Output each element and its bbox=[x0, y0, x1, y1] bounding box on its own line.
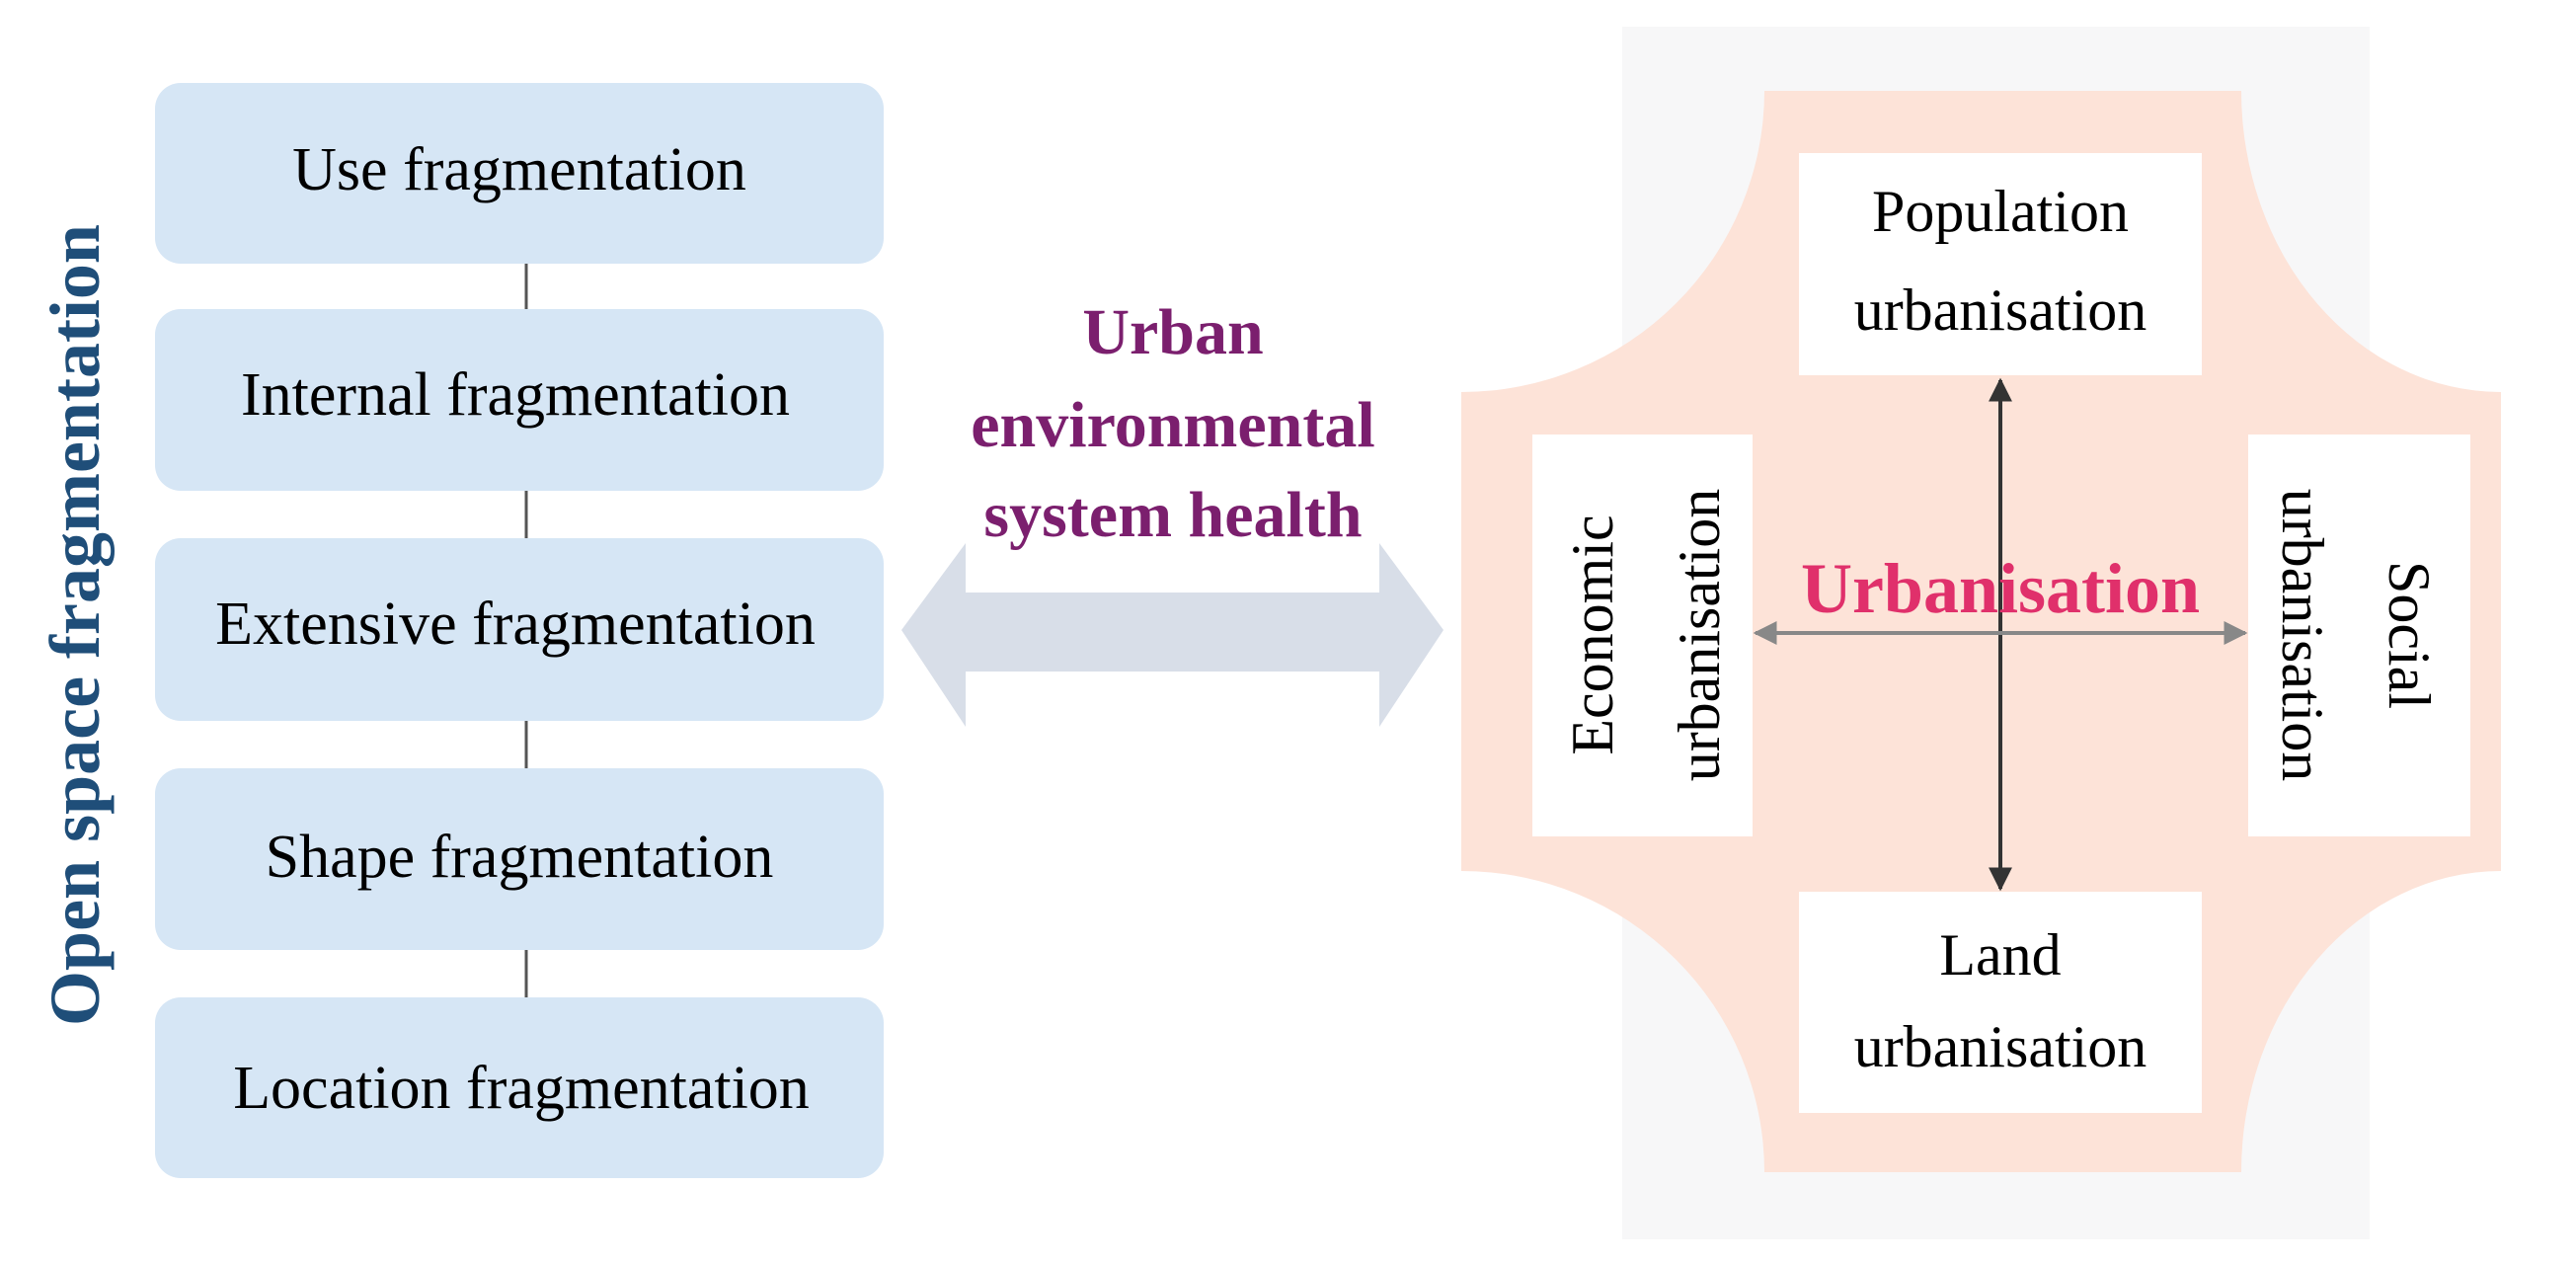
economic-urbanisation-line-1: Economic bbox=[1560, 514, 1625, 754]
land-urbanisation-box: Land urbanisation bbox=[1799, 892, 2202, 1113]
left-panel: Open space fragmentation Use fragmentati… bbox=[36, 83, 884, 1178]
middle-title-line-3: system health bbox=[983, 479, 1362, 551]
social-urbanisation-line-1: Social bbox=[2377, 561, 2442, 709]
open-space-fragmentation-title: Open space fragmentation bbox=[36, 224, 115, 1026]
fragmentation-box-label: Shape fragmentation bbox=[266, 824, 774, 891]
land-urbanisation-line-1: Land bbox=[1939, 922, 2061, 988]
population-urbanisation-line-2: urbanisation bbox=[1854, 277, 2147, 343]
social-urbanisation-box: Social urbanisation bbox=[2248, 435, 2470, 836]
economic-urbanisation-line-2: urbanisation bbox=[1667, 489, 1732, 782]
fragmentation-box-internal: Internal fragmentation bbox=[155, 309, 884, 491]
fragmentation-box-label: Internal fragmentation bbox=[241, 361, 790, 429]
right-panel: Population urbanisation Land urbanisatio… bbox=[1461, 27, 2501, 1239]
urban-environmental-system-health-title: Urban environmental system health bbox=[971, 296, 1374, 551]
population-urbanisation-line-1: Population bbox=[1872, 179, 2129, 244]
fragmentation-box-label: Extensive fragmentation bbox=[215, 591, 816, 658]
fragmentation-box-shape: Shape fragmentation bbox=[155, 768, 884, 950]
middle-title-line-1: Urban bbox=[1082, 296, 1263, 368]
fragmentation-box-location: Location fragmentation bbox=[155, 997, 884, 1178]
fragmentation-box-label: Location fragmentation bbox=[233, 1055, 810, 1122]
middle-title-line-2: environmental bbox=[971, 389, 1374, 461]
middle-section: Urban environmental system health bbox=[901, 296, 1444, 727]
urbanisation-center-label: Urbanisation bbox=[1801, 549, 2200, 628]
double-arrow bbox=[901, 543, 1444, 727]
land-urbanisation-line-2: urbanisation bbox=[1854, 1014, 2147, 1079]
economic-urbanisation-box: Economic urbanisation bbox=[1532, 435, 1753, 836]
fragmentation-box-label: Use fragmentation bbox=[292, 136, 746, 203]
population-urbanisation-box: Population urbanisation bbox=[1799, 153, 2202, 375]
social-urbanisation-line-2: urbanisation bbox=[2270, 489, 2335, 782]
fragmentation-box-extensive: Extensive fragmentation bbox=[155, 538, 884, 721]
fragmentation-box-use: Use fragmentation bbox=[155, 83, 884, 264]
